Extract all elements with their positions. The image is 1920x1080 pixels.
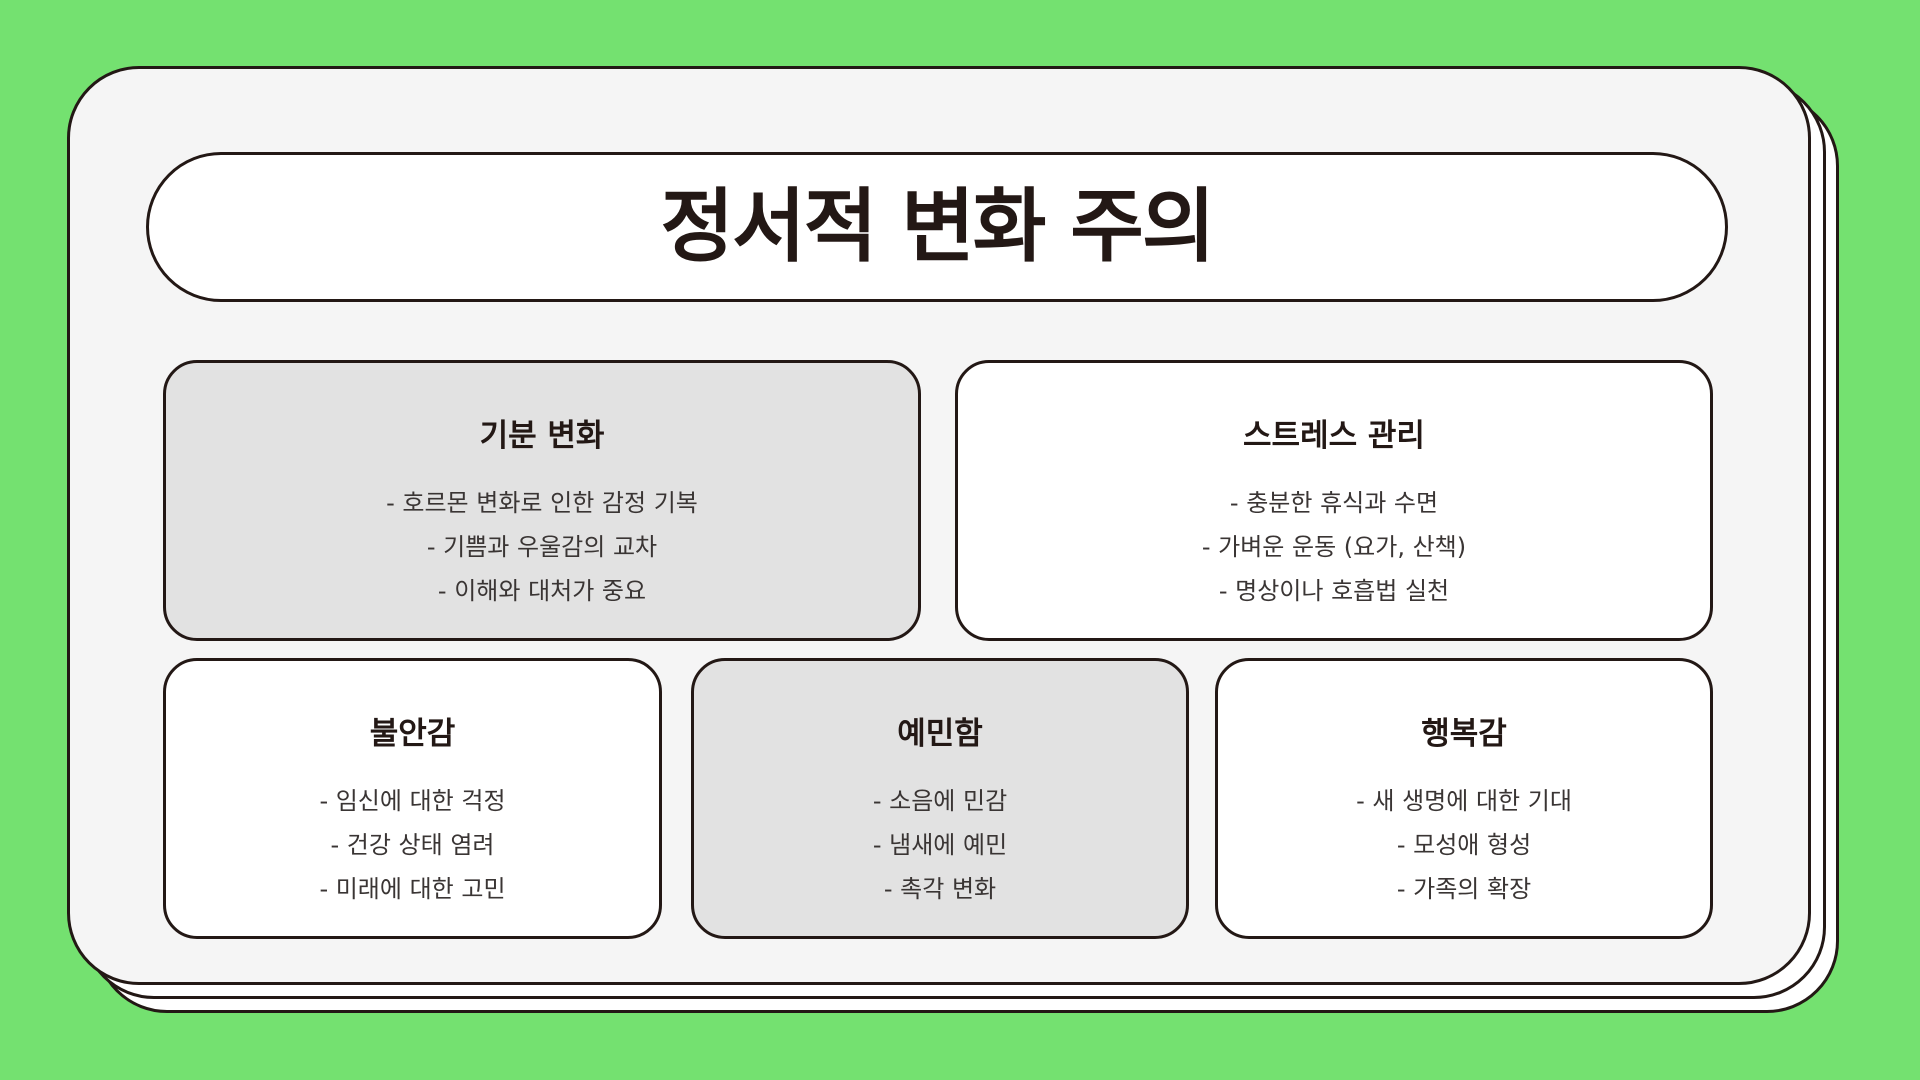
box-title: 불안감 [369, 716, 456, 752]
title-banner: 정서적 변화 주의 [146, 152, 1728, 302]
list-item: - 가족의 확장 [1396, 875, 1532, 903]
list-item: - 호르몬 변화로 인한 감정 기복 [386, 489, 698, 517]
box-item-list: - 임신에 대한 걱정 - 건강 상태 염려 - 미래에 대한 고민 [166, 779, 659, 911]
box-item-list: - 호르몬 변화로 인한 감정 기복 - 기쁨과 우울감의 교차 - 이해와 대… [166, 481, 918, 613]
box-item-list: - 소음에 민감 - 냄새에 예민 - 촉각 변화 [694, 779, 1186, 911]
list-item: - 냄새에 예민 [872, 831, 1008, 859]
mood-change-box: 기분 변화 - 호르몬 변화로 인한 감정 기복 - 기쁨과 우울감의 교차 -… [163, 360, 921, 641]
list-item: - 모성애 형성 [1396, 831, 1532, 859]
box-title: 스트레스 관리 [1243, 418, 1425, 454]
list-item: - 명상이나 호흡법 실천 [1218, 577, 1450, 605]
list-item: - 미래에 대한 고민 [319, 875, 506, 903]
list-item: - 건강 상태 염려 [330, 831, 495, 859]
list-item: - 이해와 대처가 중요 [437, 577, 647, 605]
list-item: - 촉각 변화 [883, 875, 997, 903]
stress-management-box: 스트레스 관리 - 충분한 휴식과 수면 - 가벼운 운동 (요가, 산책) -… [955, 360, 1713, 641]
box-title: 행복감 [1421, 716, 1507, 752]
happiness-box: 행복감 - 새 생명에 대한 기대 - 모성애 형성 - 가족의 확장 [1215, 658, 1713, 939]
list-item: - 소음에 민감 [872, 787, 1008, 815]
box-title: 기분 변화 [479, 418, 605, 454]
list-item: - 기쁨과 우울감의 교차 [426, 533, 658, 561]
list-item: - 새 생명에 대한 기대 [1356, 787, 1572, 815]
box-title: 예민함 [897, 716, 983, 752]
slide-title: 정서적 변화 주의 [660, 180, 1216, 273]
list-item: - 가벼운 운동 (요가, 산책) [1201, 533, 1467, 561]
box-item-list: - 새 생명에 대한 기대 - 모성애 형성 - 가족의 확장 [1218, 779, 1710, 911]
anxiety-box: 불안감 - 임신에 대한 걱정 - 건강 상태 염려 - 미래에 대한 고민 [163, 658, 662, 939]
list-item: - 임신에 대한 걱정 [319, 787, 506, 815]
list-item: - 충분한 휴식과 수면 [1229, 489, 1439, 517]
sensitivity-box: 예민함 - 소음에 민감 - 냄새에 예민 - 촉각 변화 [691, 658, 1189, 939]
box-item-list: - 충분한 휴식과 수면 - 가벼운 운동 (요가, 산책) - 명상이나 호흡… [958, 481, 1710, 613]
